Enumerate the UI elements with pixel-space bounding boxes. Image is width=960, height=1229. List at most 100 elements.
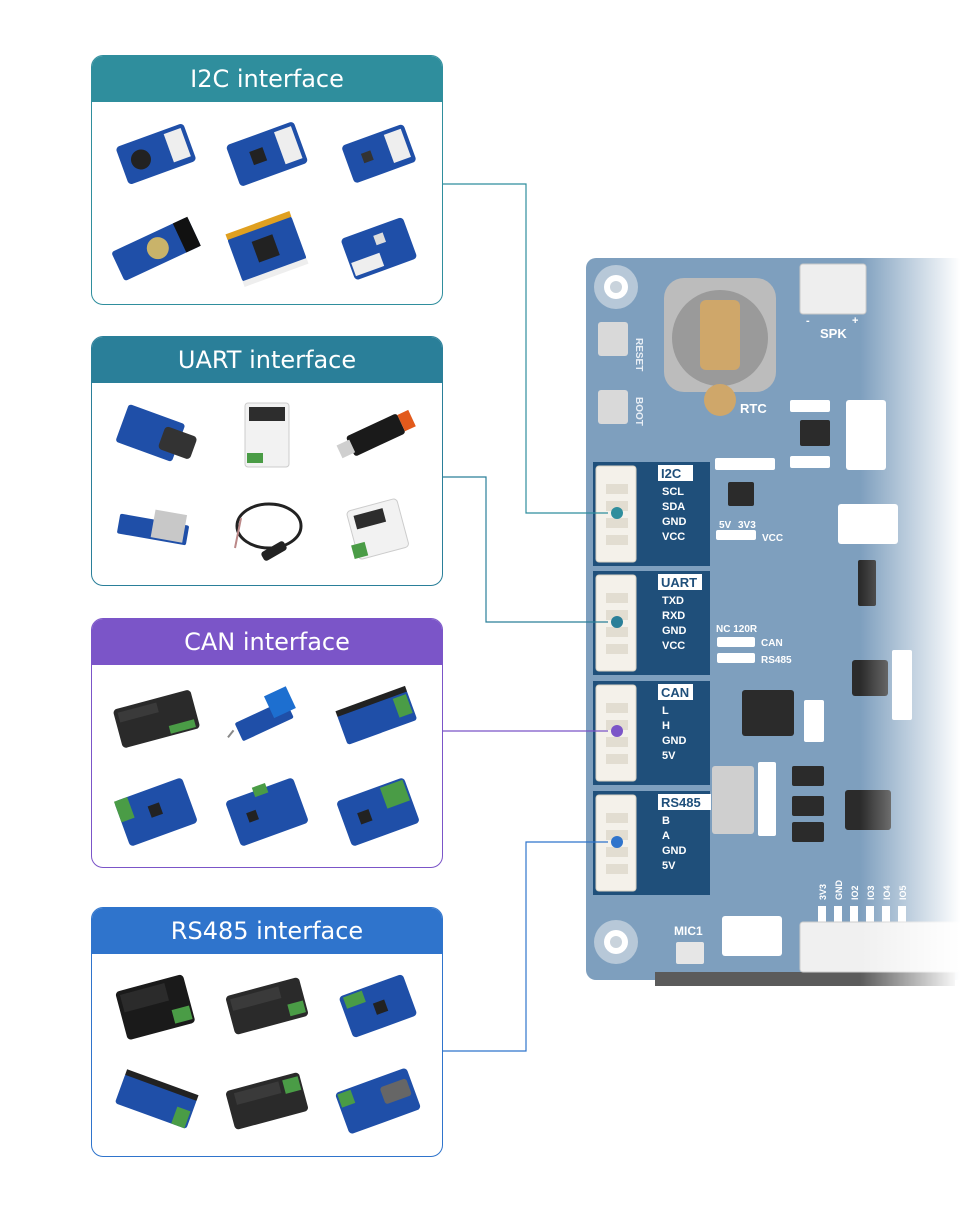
connector-pin [606, 830, 628, 840]
rs485-interface-card: RS485 interface [91, 907, 443, 1157]
capacitor [758, 762, 776, 836]
pin-label: GND [662, 516, 687, 528]
port-name: I2C [661, 466, 682, 481]
pin-label: VCC [662, 531, 685, 543]
module-can-expansion [100, 764, 211, 859]
jumper-label-nc120r: NC 120R [716, 624, 758, 635]
inductor [712, 766, 754, 834]
jumper-label-v33: 3V3 [738, 520, 756, 531]
mic-label: MIC1 [674, 924, 703, 938]
connector-pin [606, 864, 628, 874]
connector-pin [606, 813, 628, 823]
jumper-label-vcc: VCC [762, 533, 783, 544]
module-usb-to-ttl [323, 387, 434, 482]
uart-interface-card: UART interface [91, 336, 443, 586]
module-rs485-hat [323, 958, 434, 1053]
wire-uart [443, 476, 608, 623]
card-title: UART interface [92, 337, 442, 383]
pin-label: GND [662, 735, 687, 747]
pin-label: SCL [662, 486, 684, 498]
module-usb-to-rs485-box [100, 958, 211, 1053]
connector-pin [606, 754, 628, 764]
port-name: UART [661, 575, 697, 590]
mounting-hole-bottom [594, 920, 638, 964]
port-name: RS485 [661, 795, 701, 810]
pin-label: L [662, 705, 669, 717]
connector-pin [606, 627, 628, 637]
spk-minus-label: - [806, 315, 810, 327]
module-rtc-board [100, 201, 211, 296]
pin-label: H [662, 720, 670, 732]
pin-label: 5V [662, 860, 676, 872]
rtc-battery-holder [664, 278, 776, 416]
spk-label: SPK [820, 326, 847, 341]
port-name: CAN [661, 685, 689, 700]
wire-i2c [443, 183, 608, 514]
port-tag-bg [658, 794, 711, 810]
connector-pin [606, 518, 628, 528]
gpio-pin-label: 3V3 [818, 884, 828, 900]
pin-label: TXD [662, 595, 684, 607]
gpio-pin-label: IO2 [850, 885, 860, 900]
connector-pin [606, 737, 628, 747]
module-light-sensor [211, 106, 322, 201]
card-title: CAN interface [92, 619, 442, 665]
module-environment-sensor [323, 106, 434, 201]
gpio-pin [834, 906, 842, 922]
connector-pin [606, 644, 628, 654]
rtc-label: RTC [740, 401, 767, 416]
module-rs485-to-eth [211, 958, 322, 1053]
port-tag-bg [658, 684, 693, 700]
module-din-rail-converter [211, 387, 322, 482]
card-title: RS485 interface [92, 908, 442, 954]
connector-pin [606, 535, 628, 545]
gpio-pin [850, 906, 858, 922]
boot-label: BOOT [633, 397, 644, 426]
mic-component [676, 942, 704, 964]
module-io-expander [211, 201, 322, 296]
pin-label: SDA [662, 501, 685, 513]
module-serial-expansion-hat [100, 1053, 211, 1148]
boot-button [598, 390, 628, 424]
mounting-hole-top [594, 265, 638, 309]
module-din-rail-isolator [323, 482, 434, 577]
gpio-pin-label: GND [834, 880, 844, 901]
wire-rs485 [443, 841, 608, 1052]
module-rs485-can-shield [211, 764, 322, 859]
module-isolated-can-hat [323, 764, 434, 859]
pin-label: RXD [662, 610, 685, 622]
module-usb-cable [211, 482, 322, 577]
board-fade-overlay [860, 240, 960, 1000]
pin-label: GND [662, 625, 687, 637]
i2c-interface-card: I2C interface [91, 55, 443, 305]
wire-dot-can [611, 725, 623, 737]
wire-dot-uart [611, 616, 623, 628]
spk-plus-label: + [852, 315, 858, 327]
module-can-transceiver [211, 669, 322, 764]
connector-pin [606, 703, 628, 713]
port-tag-bg [658, 574, 702, 590]
module-ethernet-board [100, 482, 211, 577]
module-ir-thermal-sensor [100, 106, 211, 201]
connector-pin [606, 484, 628, 494]
jumper-label-rs485: RS485 [761, 655, 792, 666]
connector-pin [606, 847, 628, 857]
jumper-label-v5: 5V [719, 520, 732, 531]
pin-label: GND [662, 845, 687, 857]
module-rs232-board [100, 387, 211, 482]
jumper-label-can: CAN [761, 638, 783, 649]
connector-pin [606, 501, 628, 511]
pin-label: B [662, 815, 670, 827]
wire-dot-i2c [611, 507, 623, 519]
module-can-hat [323, 669, 434, 764]
reset-label: RESET [633, 338, 644, 371]
module-uv-sensor [323, 201, 434, 296]
reset-button [598, 322, 628, 356]
can-interface-card: CAN interface [91, 618, 443, 868]
module-rs485-relay-box [211, 1053, 322, 1148]
card-title: I2C interface [92, 56, 442, 102]
